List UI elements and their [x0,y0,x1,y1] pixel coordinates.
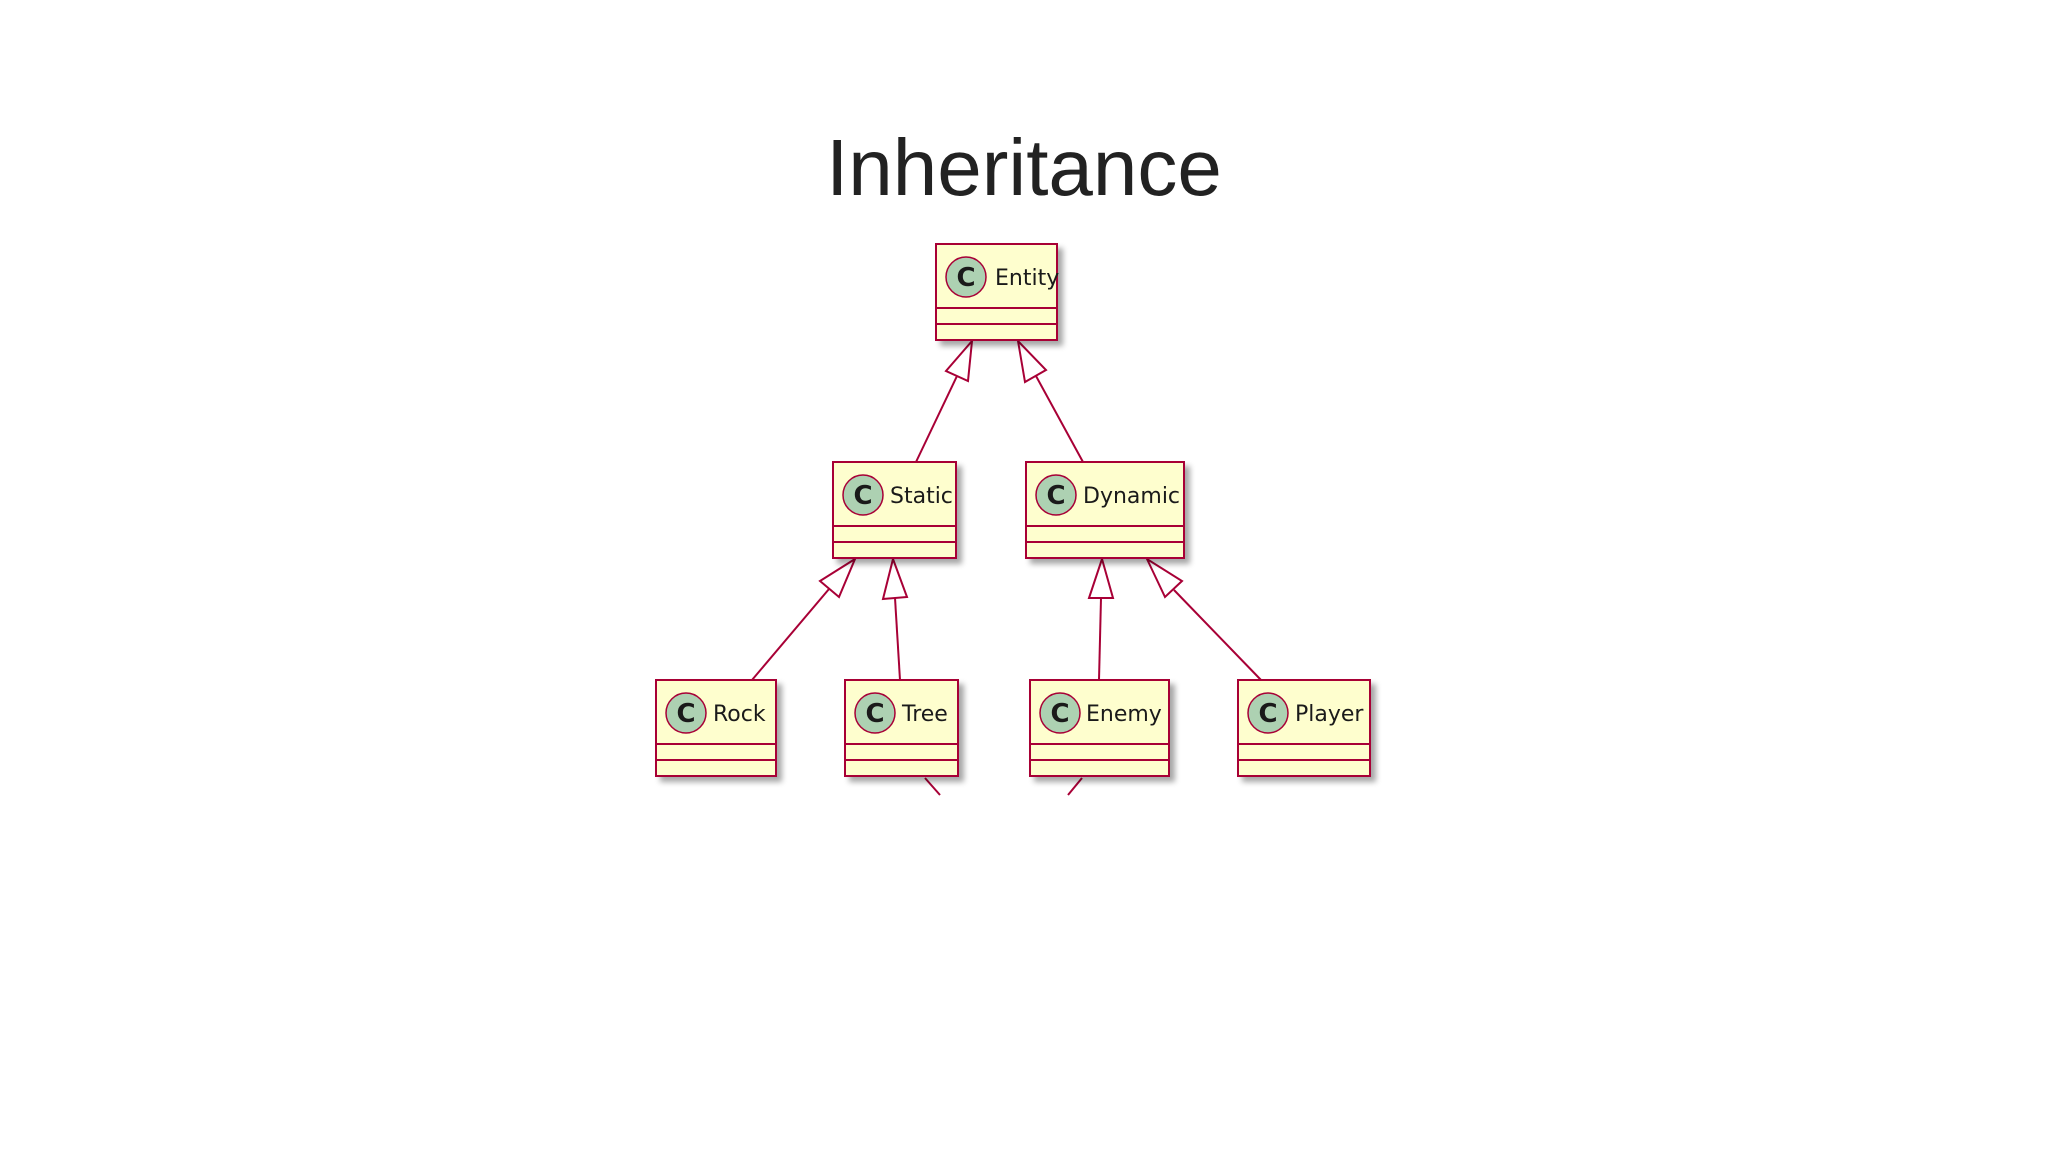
class-glyph: C [1258,699,1277,729]
class-static[interactable]: C Static [832,461,957,559]
edge-dynamic-entity [1035,375,1084,463]
class-icon [1035,474,1077,516]
class-icon [842,474,884,516]
inheritance-edges [751,337,1262,796]
class-icon [1039,692,1081,734]
class-name-dynamic: Dynamic [1083,484,1180,509]
class-glyph: C [1050,699,1069,729]
class-name-static: Static [890,484,953,509]
edge-rock-static [751,588,830,681]
slide-title: Inheritance [826,123,1222,212]
edge-tree-child-partial [924,777,941,796]
class-entity[interactable]: C Entity [935,243,1059,341]
class-glyph: C [865,699,884,729]
class-name-rock: Rock [713,702,766,727]
edge-static-entity [915,375,958,463]
class-tree[interactable]: C Tree [844,679,959,777]
class-icon [945,256,987,298]
arrowhead-static-entity [944,337,974,383]
class-glyph: C [676,699,695,729]
arrowhead-player-dynamic [1144,556,1184,599]
class-name-entity: Entity [995,266,1059,291]
class-name-enemy: Enemy [1086,702,1162,727]
class-icon [1247,692,1289,734]
class-icon [665,692,707,734]
edge-enemy-child-partial [1067,777,1083,796]
arrowhead-tree-static [881,555,909,601]
class-glyph: C [956,263,975,293]
class-player[interactable]: C Player [1237,679,1371,777]
arrowhead-enemy-dynamic [1087,555,1115,599]
class-enemy[interactable]: C Enemy [1029,679,1170,777]
class-rock[interactable]: C Rock [655,679,777,777]
class-icon [854,692,896,734]
arrowhead-dynamic-entity [1016,337,1048,384]
arrowhead-rock-static [818,556,858,599]
edge-tree-static [894,597,901,681]
class-name-player: Player [1295,702,1364,727]
class-glyph: C [1046,481,1065,511]
class-dynamic[interactable]: C Dynamic [1025,461,1185,559]
edge-player-dynamic [1173,589,1262,681]
class-glyph: C [853,481,872,511]
class-name-tree: Tree [901,702,948,727]
edge-enemy-dynamic [1098,597,1102,681]
